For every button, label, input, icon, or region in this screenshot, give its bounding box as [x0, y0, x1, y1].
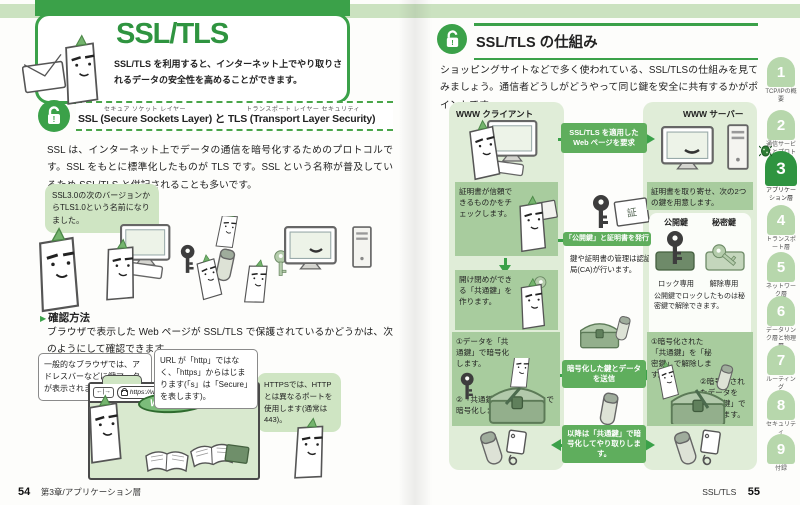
- padlock-icon: !: [48, 106, 60, 124]
- bug-icon: [759, 145, 772, 157]
- tab-6: 6 データリンク層と物理層: [764, 296, 798, 351]
- tab-7: 7 ルーティング: [764, 345, 798, 393]
- key-and-certificate-illustration: 証: [593, 195, 650, 228]
- section-heading-text: SSL (Secure Sockets Layer) と TLS (Transp…: [78, 113, 376, 125]
- lock-only-label: ロック専用: [658, 279, 694, 288]
- title-top-bar: [35, 0, 350, 16]
- tab-number: 7: [767, 345, 795, 375]
- client-keytag-icon: [478, 429, 528, 467]
- right-page-number: 55: [747, 486, 760, 498]
- arrow-request-label: SSL/TLS を適用した Web ページを要求: [561, 123, 647, 153]
- section-heading-ssl-tls: セキュア ソケット レイヤー トランスポート レイヤー セキュリティ SSL (…: [76, 101, 393, 131]
- tab-number: 5: [767, 252, 795, 282]
- private-key-label: 秘密鍵: [712, 218, 736, 227]
- arrow-send-label: 暗号化した鍵とデータを送信: [562, 360, 646, 388]
- right-section-heading: SSL/TLS の仕組み: [474, 23, 758, 60]
- server-keytag-icon: [672, 429, 722, 467]
- tab-8: 8 セキュリティ: [764, 390, 798, 438]
- certificate-character: 証: [626, 205, 638, 219]
- client-make-key-mascot: [520, 276, 549, 330]
- client-encrypt-step1: ①データを「共通鍵」で暗号化します。: [456, 337, 510, 368]
- right-footer-label: SSL/TLS: [702, 487, 737, 497]
- back-forward-buttons: ←|→: [93, 387, 114, 398]
- client-chest-illustration: [460, 358, 546, 424]
- check-method-label: 確認方法: [48, 312, 91, 324]
- left-page-number: 54: [18, 486, 31, 498]
- check-method-body: ブラウザで表示した Web ページが SSL/TLS で保護されているかどうかは…: [47, 327, 393, 356]
- key-pair-icons: [655, 231, 745, 271]
- server-illustration: [660, 124, 749, 170]
- browser-tab: [102, 375, 142, 384]
- tab-number: 2: [767, 110, 795, 140]
- server-decrypt-step1: ①暗号化された「共通鍵」を「秘密鍵」で解除します。: [651, 337, 712, 379]
- left-footer: 54 第3章/アプリケーション層: [18, 482, 141, 500]
- tab-9: 9 付録: [764, 434, 798, 474]
- client-make-key-text: 開け閉めができる「共通鍵」を作ります。: [459, 275, 513, 306]
- tab-label: TCP/IPの概要: [765, 89, 797, 103]
- key-note: 公開鍵でロックしたものは秘密鍵で解除できます。: [654, 293, 745, 311]
- server-column-label: WWW サーバー: [683, 109, 744, 119]
- lock-badge-right: !: [437, 24, 467, 54]
- page-tagline: SSL/TLS を利用すると、インターネット上でやり取りされるデータの安全性を高…: [114, 59, 343, 85]
- server-chest-illustration: [656, 360, 735, 424]
- tab-label: 付録: [774, 466, 787, 472]
- furigana-secure: セキュア ソケット レイヤー: [104, 107, 187, 113]
- page-gutter-shadow: [398, 0, 432, 505]
- https-port-bubble: HTTPSでは、HTTPとは異なるポートを使用します(通常は443)。: [257, 373, 341, 433]
- unlock-only-label: 解除専用: [709, 279, 739, 288]
- key-pair-panel: 公開鍵 秘密鍵 ロック専用 解除専用 公開鍵でロックしたものは秘密鍵で解除できま…: [649, 213, 751, 339]
- svg-text:!: !: [53, 115, 56, 124]
- browser-mascot: [88, 394, 122, 464]
- tab-label: ルーティング: [766, 377, 796, 391]
- arrow-issue-label: 「公開鍵」と証明書を発行: [563, 232, 651, 246]
- tab-number: 4: [767, 205, 795, 235]
- check-method-heading: ▶確認方法: [40, 310, 90, 325]
- padlock-icon: !: [446, 29, 458, 47]
- books-illustration: [145, 442, 250, 472]
- tab-number: 1: [767, 57, 795, 87]
- server-prepare-box: 証明書を取り寄せ、次の2つの鍵を用意します。: [647, 182, 753, 210]
- left-chapter-label: 第3章/アプリケーション層: [40, 487, 142, 497]
- client-column-label: WWW クライアント: [456, 109, 534, 119]
- svg-text:!: !: [451, 38, 454, 47]
- ca-note: 鍵や証明書の管理は認証局(CA)が行います。: [570, 254, 652, 275]
- tab-label: ネットワーク層: [765, 284, 796, 298]
- tab-1: 1 TCP/IPの概要: [764, 57, 798, 105]
- characters-computers-illustration: [38, 216, 372, 313]
- sent-chest-icon: [580, 315, 632, 349]
- furigana-row: セキュア ソケット レイヤー トランスポート レイヤー セキュリティ: [78, 104, 391, 113]
- port-mascot: [291, 415, 329, 482]
- tab-label: セキュリティ: [765, 422, 796, 436]
- client-check-text: 証明書が信頼できるものかをチェックします。: [459, 187, 513, 218]
- client-illustration: [468, 118, 538, 181]
- tab-5: 5 ネットワーク層: [764, 252, 798, 300]
- right-footer: SSL/TLS 55: [698, 482, 760, 500]
- lock-badge: !: [38, 100, 70, 132]
- page-title: SSL/TLS: [116, 18, 229, 50]
- client-down-arrow: [499, 258, 511, 274]
- tab-number: 3: [759, 145, 797, 186]
- session-capsule-icon: [598, 392, 620, 427]
- arrow-after-label: 以降は「共通鍵」で暗号化してやり取りします。: [562, 425, 646, 463]
- tab-label: アプリケーション層: [765, 188, 796, 202]
- note-https: URL が「http」ではなく、「https」からはじまります(「s」は「Sec…: [154, 349, 258, 409]
- tab-label: トランスポート層: [766, 237, 796, 251]
- tab-number: 8: [767, 390, 795, 420]
- url-lock-icon: [120, 387, 128, 396]
- envelope-mascot-illustration: [22, 34, 99, 106]
- green-arrow-icon: ▶: [40, 314, 47, 323]
- furigana-transport: トランスポート レイヤー セキュリティ: [246, 107, 361, 113]
- tab-3-active: 3 アプリケーション層: [759, 145, 798, 204]
- tab-4: 4 トランスポート層: [764, 205, 798, 253]
- tab-number: 9: [767, 434, 795, 464]
- tab-number: 6: [767, 296, 795, 326]
- client-check-mascot: [519, 195, 558, 253]
- public-key-label: 公開鍵: [664, 218, 688, 227]
